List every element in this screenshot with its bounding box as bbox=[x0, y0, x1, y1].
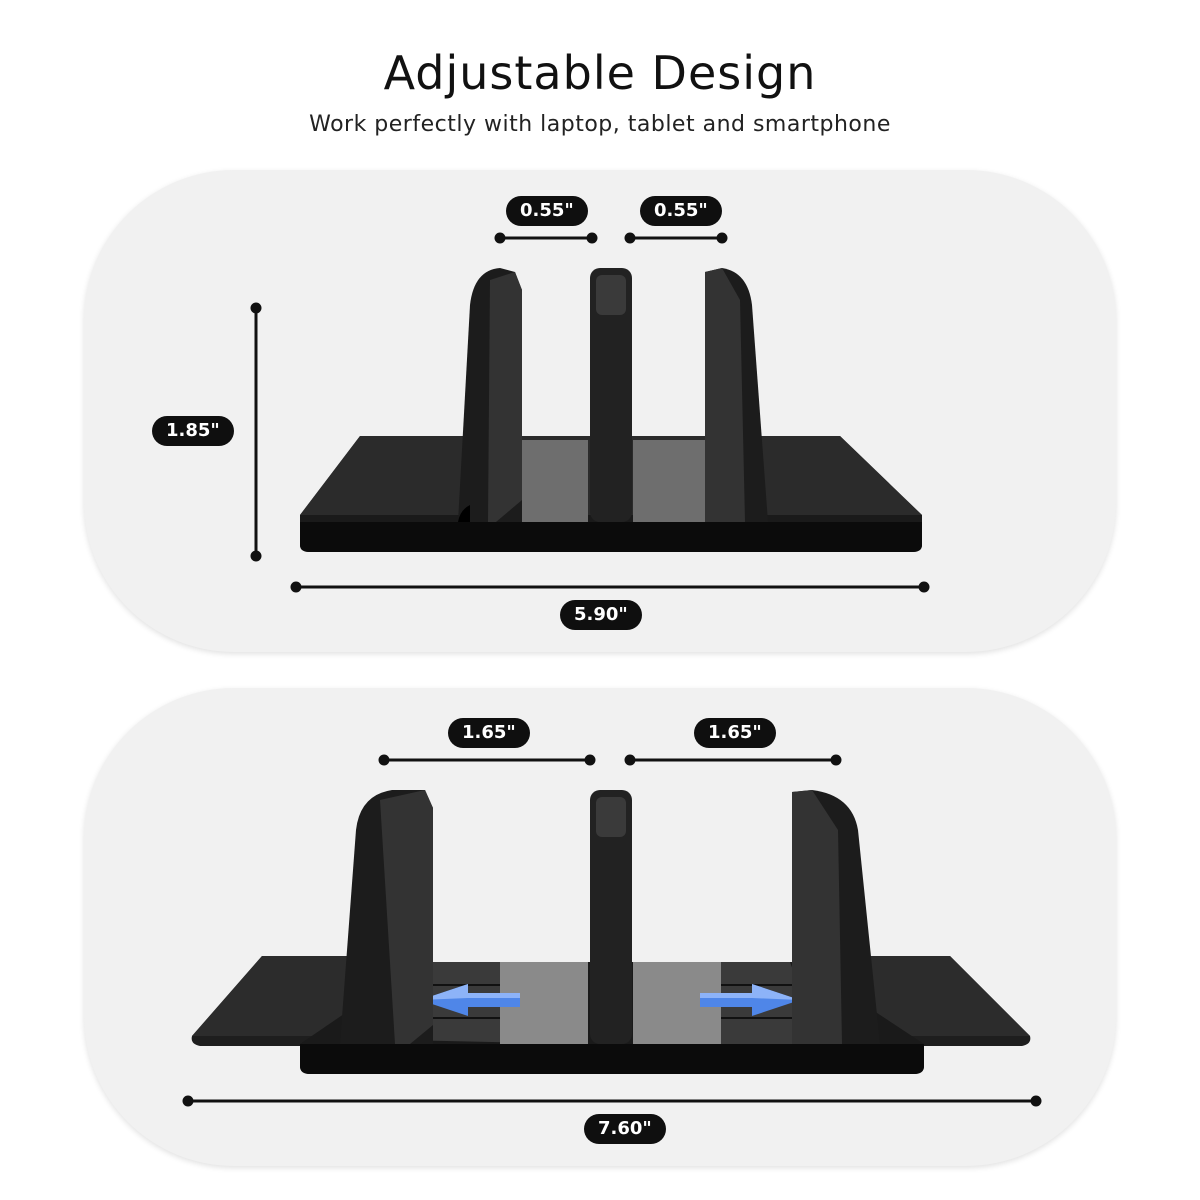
compact-gap-left-line bbox=[494, 232, 598, 244]
compact-divider-right bbox=[705, 268, 768, 522]
extended-divider-left bbox=[340, 790, 433, 1044]
compact-divider-center bbox=[590, 268, 632, 522]
compact-width-label: 5.90" bbox=[560, 600, 642, 630]
compact-width-line bbox=[290, 581, 930, 593]
arrow-right-icon bbox=[700, 984, 800, 1016]
compact-gap-right-label: 0.55" bbox=[640, 196, 722, 226]
arrow-left-icon bbox=[420, 984, 520, 1016]
compact-height-label: 1.85" bbox=[152, 416, 234, 446]
compact-height-line bbox=[250, 302, 262, 562]
extended-width-line bbox=[182, 1095, 1042, 1107]
extended-width-label: 7.60" bbox=[584, 1114, 666, 1144]
compact-gap-right-line bbox=[624, 232, 728, 244]
extended-gap-left-label: 1.65" bbox=[448, 718, 530, 748]
extended-divider-right bbox=[792, 790, 880, 1044]
compact-divider-left bbox=[458, 268, 522, 522]
extended-stand-wings bbox=[191, 956, 1031, 1046]
page-title: Adjustable Design bbox=[383, 46, 817, 100]
page-subtitle: Work perfectly with laptop, tablet and s… bbox=[309, 112, 891, 137]
compact-gap-left-label: 0.55" bbox=[506, 196, 588, 226]
extended-gap-right-label: 1.65" bbox=[694, 718, 776, 748]
extended-divider-center bbox=[590, 790, 632, 1044]
extended-gap-right-line bbox=[624, 754, 842, 766]
extended-gap-left-line bbox=[378, 754, 596, 766]
